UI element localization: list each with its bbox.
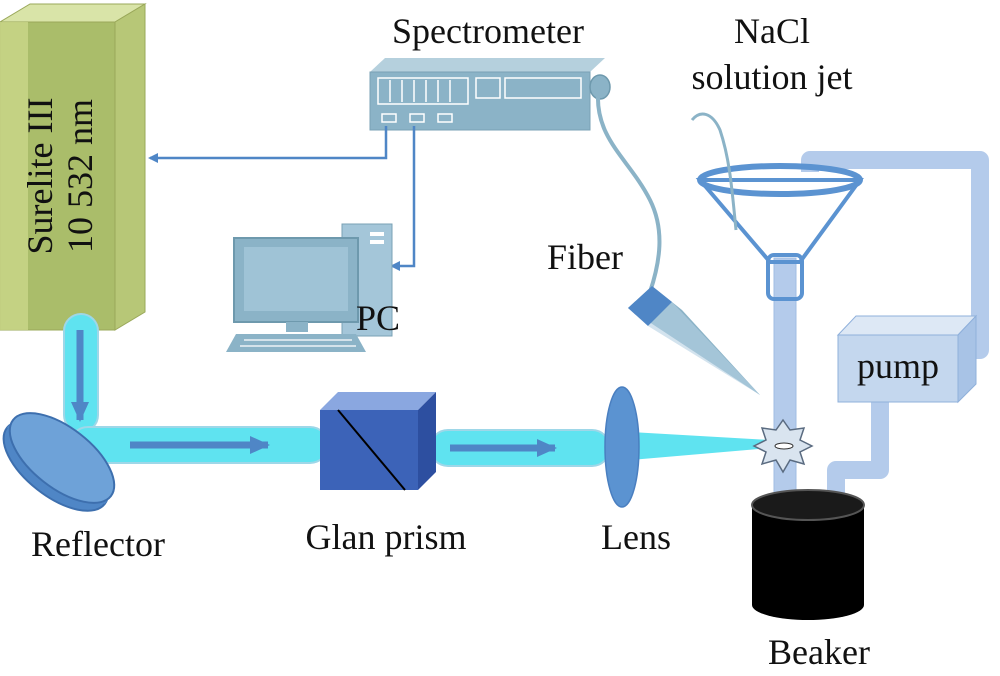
laser-beam [63,313,770,467]
pump-label: pump [857,346,939,386]
jet-label-line2: solution jet [692,57,853,97]
jet-label-line1: NaCl [734,11,810,51]
lens-label: Lens [601,517,671,557]
pump-box [836,314,978,404]
data-signal-arrow [390,126,416,271]
reflector-label: Reflector [31,524,165,564]
reflector-mirror [2,412,116,512]
beaker [751,489,865,620]
beaker-label: Beaker [768,632,870,672]
fiber-label: Fiber [547,237,623,277]
pc-label: PC [356,298,400,338]
plasma-spark-icon [752,418,814,474]
laser-label-line2: 10 532 nm [60,99,100,253]
laser-label-line1: Surelite III [20,98,60,255]
optical-fiber [595,93,760,395]
focusing-lens [604,386,640,508]
glan-prism [320,392,436,491]
spectrometer-icon [369,58,611,131]
laser-source: Surelite III 10 532 nm [0,3,147,331]
spectrometer-label: Spectrometer [392,11,584,51]
trigger-signal-arrow [148,126,388,163]
desktop-computer-icon [226,223,393,352]
glan-prism-label: Glan prism [306,517,467,557]
